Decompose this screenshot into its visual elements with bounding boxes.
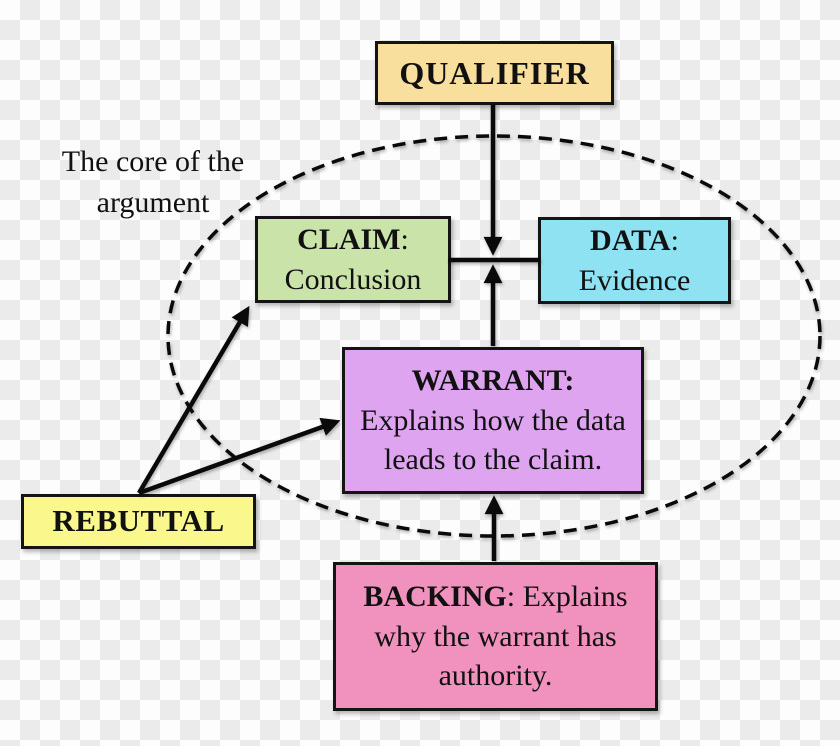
qualifier-box: QUALIFIER [375,41,614,105]
warrant-title: WARRANT: [412,361,575,401]
rebuttal-to-claim-arrow [137,305,250,495]
data-separator: : [670,223,679,257]
rebuttal-to-warrant-arrow [138,417,341,496]
warrant-box: WARRANT: Explains how the data leads to … [342,347,644,494]
backing-box: BACKING: Explains why the warrant has au… [333,562,658,711]
claim-keyword: CLAIM [297,222,401,256]
claim-title: CLAIM: [297,220,409,260]
data-keyword: DATA [590,223,671,257]
claim-separator: : [400,222,409,256]
data-box: DATA: Evidence [538,217,731,304]
data-description: Evidence [578,263,691,297]
core-dashed-ellipse [166,134,822,538]
core-of-argument-label: The core of the argument [30,141,276,224]
data-title: DATA: [590,221,679,261]
core-label-line2: argument [96,186,210,220]
rebuttal-label: REBUTTAL [52,503,225,539]
backing-text: BACKING: Explains why the warrant has au… [344,577,647,696]
claim-description: Conclusion [284,262,422,296]
backing-keyword: BACKING [363,580,507,614]
claim-box: CLAIM: Conclusion [255,216,451,303]
rebuttal-box: REBUTTAL [21,494,256,549]
warrant-description: Explains how the data leads to the claim… [360,403,626,477]
core-label-line1: The core of the [61,145,245,178]
qualifier-label: QUALIFIER [399,54,590,91]
warrant-keyword: WARRANT: [411,364,575,398]
backing-description: : Explains why the warrant has authority… [374,580,628,693]
